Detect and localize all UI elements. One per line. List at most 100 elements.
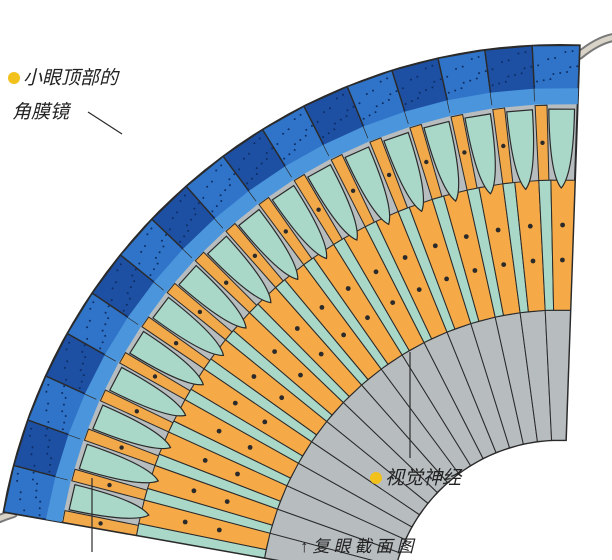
lens-speckle (47, 403, 49, 405)
cell-nucleus (560, 223, 565, 228)
lens-speckle (33, 472, 35, 474)
lens-speckle (116, 269, 118, 271)
cell-nucleus (433, 243, 438, 248)
lens-speckle (433, 81, 435, 83)
cell-nucleus (248, 445, 253, 450)
lens-speckle (104, 323, 106, 325)
lens-speckle (288, 128, 290, 130)
lens-speckle (215, 170, 217, 172)
lens-speckle (104, 335, 106, 337)
cell-nucleus (235, 472, 240, 477)
cell-nucleus (262, 420, 267, 425)
lens-speckle (16, 480, 18, 482)
lens-speckle (411, 100, 413, 102)
lens-speckle (150, 274, 152, 276)
cell-nucleus (351, 189, 355, 193)
lens-speckle (162, 246, 164, 248)
lens-speckle (36, 483, 38, 485)
lens-speckle (566, 71, 568, 73)
lens-speckle (150, 228, 152, 230)
cell-nucleus (295, 326, 300, 331)
lens-speckle (212, 216, 214, 218)
lens-speckle (169, 228, 171, 230)
lens-speckle (81, 381, 83, 383)
lens-speckle (446, 76, 448, 78)
lens-speckle (300, 114, 302, 116)
lens-speckle (82, 363, 84, 365)
lens-speckle (211, 181, 213, 183)
lens-speckle (82, 392, 84, 394)
lens-speckle (246, 182, 248, 184)
lens-speckle (334, 123, 336, 125)
lens-speckle (102, 330, 104, 332)
lens-speckle (276, 143, 278, 145)
lens-speckle (454, 90, 456, 92)
lens-speckle (181, 247, 183, 249)
lens-speckle (127, 292, 129, 294)
lens-speckle (440, 78, 442, 80)
lens-speckle (45, 409, 47, 411)
lens-speckle (102, 353, 104, 355)
lens-speckle (79, 387, 81, 389)
lens-speckle (333, 128, 335, 130)
lens-speckle (461, 87, 463, 89)
lens-speckle (386, 77, 388, 79)
corneal-lens-label-line1: 小眼顶部的 (23, 68, 118, 89)
lens-speckle (405, 103, 407, 105)
lens-speckle (35, 490, 37, 492)
lens-speckle (376, 105, 378, 107)
lens-speckle (521, 72, 523, 74)
lens-speckle (92, 301, 94, 303)
membrane-strand (0, 514, 13, 560)
cell-nucleus (560, 258, 565, 263)
lens-speckle (48, 471, 50, 473)
lens-speckle (190, 219, 192, 221)
cell-nucleus (203, 458, 208, 463)
lens-speckle (294, 143, 296, 145)
lens-speckle (524, 51, 526, 53)
lens-speckle (311, 125, 313, 127)
lens-speckle (66, 348, 68, 350)
cell-nucleus (107, 483, 111, 487)
lens-speckle (176, 211, 178, 213)
lens-speckle (469, 80, 471, 82)
cell-nucleus (387, 173, 391, 177)
lens-speckle (63, 422, 65, 424)
lens-speckle (543, 79, 545, 81)
lens-speckle (29, 435, 31, 437)
cell-nucleus (346, 286, 351, 291)
lens-speckle (120, 263, 122, 265)
lens-speckle (206, 186, 208, 188)
lens-speckle (396, 90, 398, 92)
lens-speckle (505, 81, 507, 83)
lens-speckle (247, 188, 249, 190)
lens-speckle (155, 257, 157, 259)
lens-speckle (45, 391, 47, 393)
cell-nucleus (365, 315, 370, 320)
optic-nerve-label-text: 视觉神经 (385, 468, 461, 489)
corneal-lens-inner (534, 88, 578, 104)
lens-speckle (62, 428, 64, 430)
yellow-bullet-icon (8, 72, 20, 84)
lens-speckle (30, 428, 32, 430)
lens-speckle (220, 164, 222, 166)
lens-speckle (536, 81, 538, 83)
lens-speckle (248, 153, 250, 155)
lens-speckle (81, 351, 83, 353)
lens-speckle (372, 90, 374, 92)
lens-speckle (419, 92, 421, 94)
lens-speckle (366, 93, 368, 95)
lens-speckle (537, 64, 539, 66)
lens-speckle (416, 76, 418, 78)
lens-speckle (228, 178, 230, 180)
corneal-lens-label-line2: 角膜镜 (12, 100, 69, 126)
lens-speckle (89, 308, 91, 310)
lens-speckle (115, 281, 117, 283)
lens-speckle (61, 392, 63, 394)
cell-nucleus (390, 300, 395, 305)
lens-speckle (39, 507, 41, 509)
cell-nucleus (192, 488, 197, 493)
lens-speckle (533, 86, 535, 88)
lens-speckle (340, 119, 342, 121)
